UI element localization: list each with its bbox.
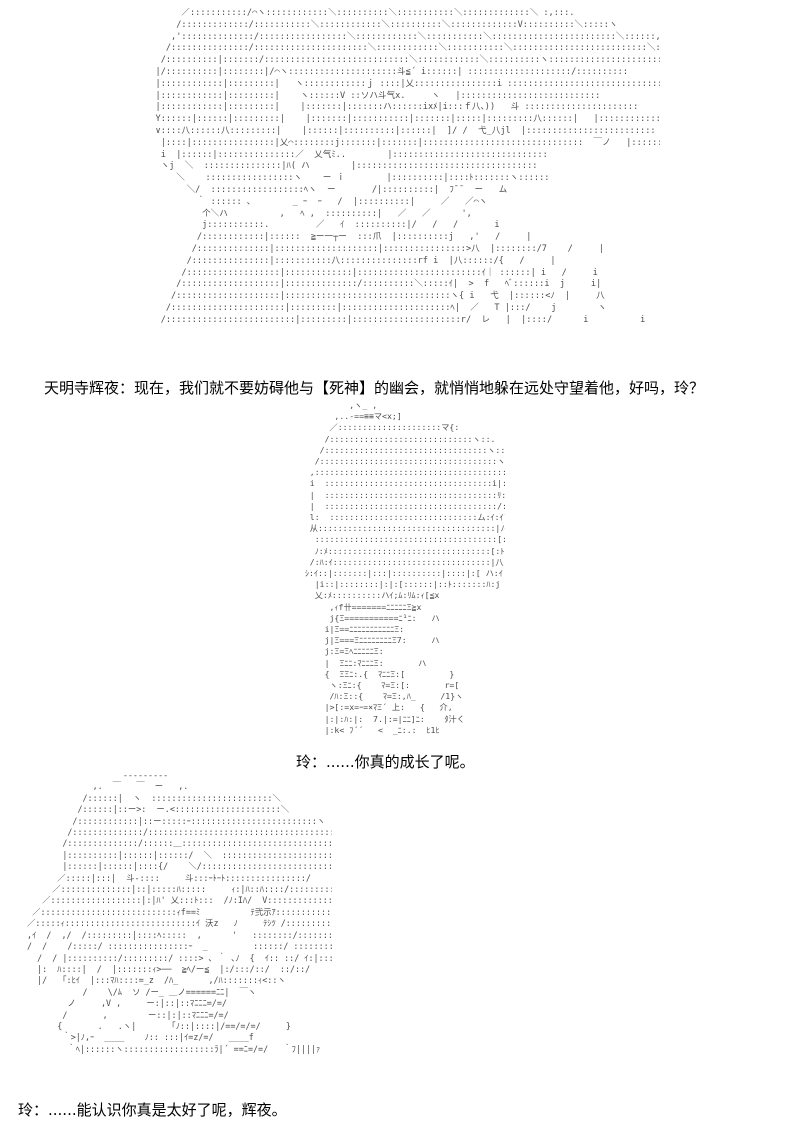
ascii-art-rei-standing: ,ヽ_ , ,..-==≡≡マ<x;] ／:::::::::::::::::::… — [304, 400, 505, 735]
dialogue-caption-rei-1: 玲：......你真的成长了呢。 — [296, 753, 475, 771]
ascii-art-kaguya: ／:::::::::::/⌒ヽ::::::::::::＼::::::::::＼:… — [155, 8, 660, 325]
dialogue-caption-rei-2: 玲：......能认识你真是太好了呢，辉夜。 — [18, 1101, 287, 1119]
dialogue-caption-kaguya: 天明寺辉夜：现在，我们就不要妨碍他与【死神】的幽会，就悄悄地躲在远处守望着他，好… — [44, 379, 705, 397]
ascii-art-rei-smiling: --------- ,. ￣ ￣ ー ,. /::::::| ヽ :::::::… — [27, 770, 332, 1054]
